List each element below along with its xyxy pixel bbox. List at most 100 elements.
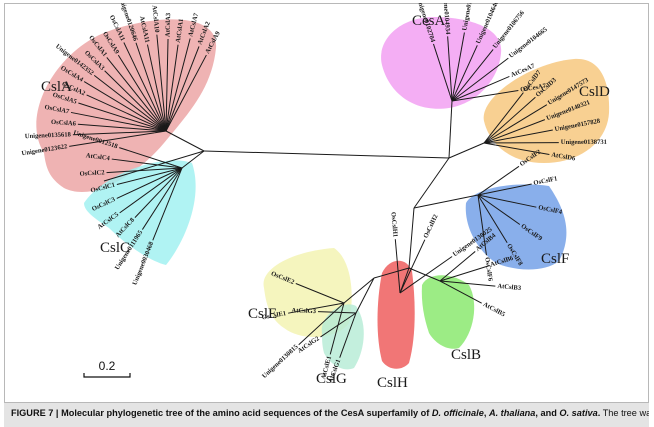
branch-cesa-leaf bbox=[452, 32, 465, 94]
branch-cesa-inner bbox=[451, 99, 460, 102]
clade-label-cslf: CslF bbox=[541, 251, 569, 267]
branch-cslg-leaf bbox=[320, 315, 352, 338]
branch-cslf-inner bbox=[477, 194, 483, 203]
branch-cslf-inner bbox=[477, 190, 485, 196]
branch-csla-inner bbox=[154, 130, 167, 134]
branch-cslg-inner bbox=[353, 312, 357, 319]
caption-species-1: D. officinale bbox=[431, 408, 484, 418]
clade-label-cslc: CslC bbox=[100, 240, 130, 256]
backbone-cslb bbox=[408, 267, 441, 282]
branch-csle-inner bbox=[338, 302, 345, 305]
branch-csle-inner bbox=[339, 302, 345, 308]
branch-csld-leaf bbox=[495, 119, 546, 140]
branch-csla-leaf bbox=[83, 81, 156, 126]
branch-cslc-leaf bbox=[111, 158, 175, 168]
branch-csld-inner bbox=[483, 142, 496, 146]
leaf-label: OsCslF1 bbox=[533, 175, 558, 187]
branch-csla-leaf bbox=[135, 42, 163, 120]
branch-cslf-inner bbox=[477, 194, 485, 201]
caption-species-3: O. sativa bbox=[559, 408, 598, 418]
branch-csla-leaf bbox=[169, 46, 200, 121]
branch-cslg-leaf bbox=[318, 311, 351, 314]
branch-csle-leaf bbox=[329, 308, 343, 355]
caption-end: . bbox=[597, 408, 601, 418]
branch-cslf-leaf bbox=[478, 202, 487, 256]
branch-cesa-leaf bbox=[454, 45, 478, 94]
leaf-label: AtCslB5 bbox=[482, 301, 507, 319]
branch-csla-leaf bbox=[106, 57, 159, 122]
leaf-label: Unigene0104934 bbox=[441, 3, 451, 35]
branch-csla-leaf bbox=[168, 38, 191, 120]
leaf-label: OsCslF4 bbox=[538, 204, 564, 216]
branch-cslb-leaf bbox=[445, 281, 496, 287]
caption-sep-2: , and bbox=[535, 408, 557, 418]
leaf-label: AtCslG2 bbox=[297, 335, 322, 355]
clade-blob-csld bbox=[483, 58, 610, 163]
branch-csld-leaf bbox=[495, 129, 553, 142]
branch-cslf-leaf bbox=[485, 183, 532, 194]
branch-cesa-leaf bbox=[458, 57, 509, 97]
branch-cesa-leaf bbox=[459, 76, 510, 99]
branch-csle-inner bbox=[338, 300, 345, 304]
branch-cslf-leaf bbox=[484, 199, 521, 225]
branch-cslc-leaf bbox=[116, 169, 175, 186]
branch-cslf-leaf bbox=[485, 196, 537, 208]
backbone-main bbox=[203, 150, 450, 159]
branch-csle-inner bbox=[341, 302, 345, 309]
branch-cslb-inner bbox=[439, 280, 446, 285]
clade-label-cslh: CslH bbox=[377, 375, 408, 391]
branch-cslf-leaf bbox=[481, 201, 508, 244]
branch-csla-leaf bbox=[70, 111, 155, 130]
caption-lead: Molecular phylogenetic tree of the amino… bbox=[61, 408, 430, 418]
leaf-label: AtCslG3 bbox=[291, 307, 316, 315]
clade-label-cslg: CslG bbox=[316, 371, 347, 387]
backbone-lower bbox=[413, 157, 450, 209]
scale-bar bbox=[83, 373, 131, 378]
backbone-cslf bbox=[413, 194, 479, 209]
figure-frame bbox=[4, 3, 649, 403]
leaf-label: AtCslB3 bbox=[497, 283, 522, 292]
branch-csla-leaf bbox=[165, 39, 169, 120]
branch-csla-leaf bbox=[167, 44, 179, 120]
branch-cslc-leaf bbox=[119, 172, 176, 214]
clade-label-csla: CslA bbox=[41, 79, 72, 95]
clade-blob-csla bbox=[36, 19, 217, 192]
branch-csld-leaf bbox=[490, 92, 524, 134]
leaf-label: AtCslA1 bbox=[175, 18, 185, 43]
caption-rest: The tree was bbox=[602, 408, 649, 418]
leaf-label: AtCslA3 bbox=[165, 12, 173, 37]
backbone-cslc bbox=[103, 150, 205, 182]
branch-cslh-inner bbox=[399, 287, 403, 294]
branch-csla-leaf bbox=[77, 123, 155, 131]
leaf-label: AtCslD6 bbox=[551, 151, 577, 162]
branch-cslc-inner bbox=[178, 167, 183, 176]
branch-cslc-leaf bbox=[152, 175, 180, 241]
branch-csle-leaf bbox=[288, 303, 339, 314]
backbone-csle bbox=[343, 277, 375, 304]
branch-csla-leaf bbox=[104, 70, 158, 123]
leaf-label: Unigene0130815 bbox=[261, 343, 300, 380]
backbone-lower-3 bbox=[373, 267, 410, 279]
branch-csla-leaf bbox=[69, 132, 155, 147]
branch-csla-leaf bbox=[72, 130, 155, 136]
backbone-cslg bbox=[355, 277, 375, 314]
branch-cesa-leaf bbox=[459, 89, 519, 101]
branch-csla-leaf bbox=[123, 42, 162, 121]
branch-csla-leaf bbox=[171, 54, 207, 121]
clade-label-cslb: CslB bbox=[451, 347, 481, 363]
branch-csla-leaf bbox=[93, 74, 157, 125]
backbone-cesa bbox=[448, 100, 453, 159]
backbone-csld bbox=[448, 142, 485, 159]
branch-cslc-leaf bbox=[141, 174, 179, 230]
branch-cesa-leaf bbox=[432, 43, 451, 94]
clade-blob-cslh bbox=[377, 260, 415, 369]
leaf-label: Unigene0104665 bbox=[508, 26, 550, 60]
branch-cslb-leaf bbox=[445, 265, 489, 280]
leaf-label: AtCslA10 bbox=[151, 5, 161, 34]
branch-csld-leaf bbox=[493, 104, 548, 138]
branch-cslh-inner bbox=[399, 289, 406, 294]
figure-label: FIGURE 7 | bbox=[11, 408, 59, 418]
branch-csle-leaf bbox=[298, 306, 340, 346]
caption-species-2: A. thaliana bbox=[488, 408, 536, 418]
leaf-label: Unigene0138731 bbox=[561, 139, 607, 146]
